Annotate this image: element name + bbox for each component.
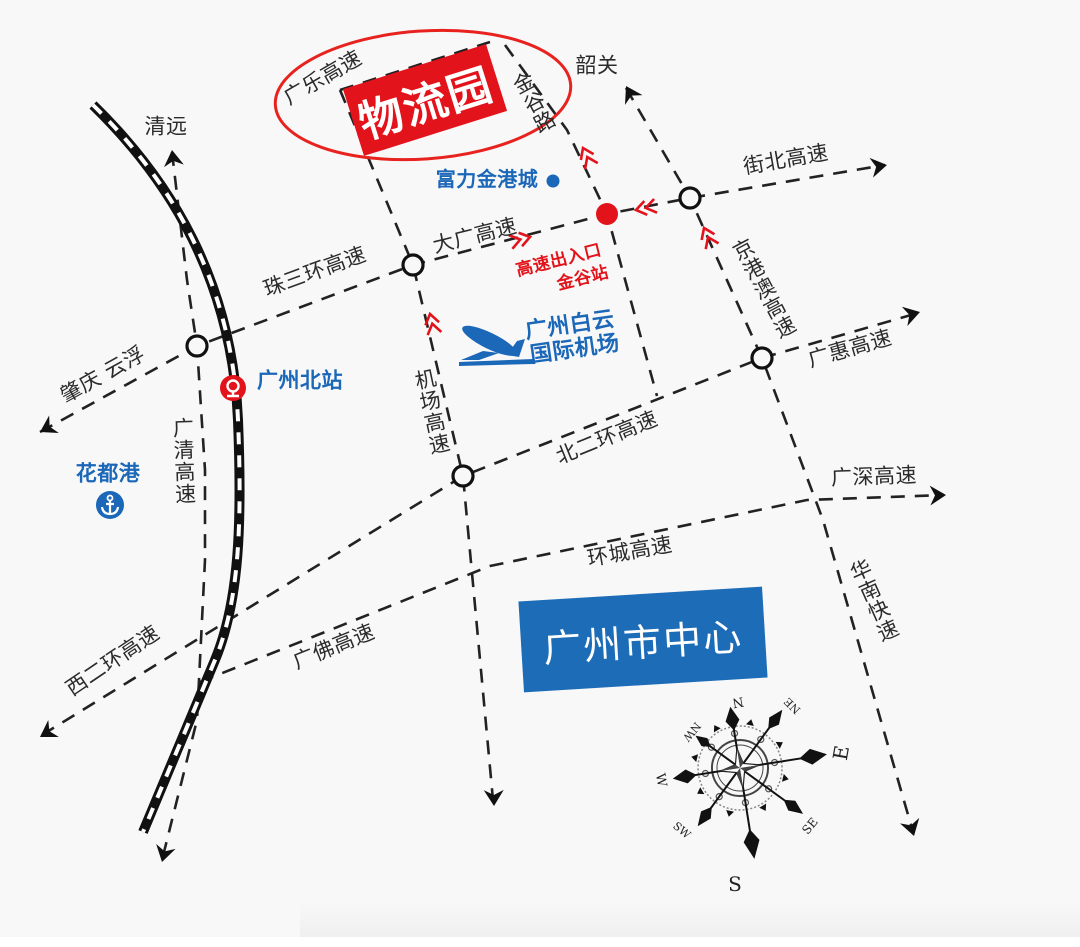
- red-double-chevron-icon: [633, 198, 658, 216]
- compass-s-label: S: [728, 872, 742, 896]
- road-guangle-jichang: [338, 89, 495, 801]
- highlight-ellipse: [273, 28, 573, 162]
- arrow-zhaoqing-icon: [40, 415, 59, 433]
- road-zhaoqing-zhusanhuan-daguang-jiebei: [39, 163, 886, 434]
- fuli-blue-dot-icon: [546, 174, 560, 188]
- arrow-guanghui-icon: [901, 306, 920, 327]
- arrow-huanan-icon: [899, 817, 920, 836]
- place-label-huadu-port: 花都港: [75, 461, 141, 486]
- city-center-box: 广州市中心: [518, 586, 768, 693]
- compass-ne-label: NE: [782, 695, 804, 717]
- arrow-xierhuan-icon: [40, 720, 59, 738]
- arrow-shaoguan-icon: [625, 86, 643, 105]
- road-jingu: [503, 44, 659, 397]
- bottom-shadow: [300, 900, 1080, 937]
- compass-se-label: SE: [799, 815, 821, 837]
- compass-n-label: N: [731, 693, 745, 710]
- route-guidance-arrows: [424, 145, 720, 336]
- city-center-label: 广州市中心: [542, 614, 745, 672]
- road-guangfo-huancheng-guangshen: [199, 493, 945, 684]
- railway-line: [89, 101, 245, 834]
- interchange-circle-icon: [185, 334, 209, 358]
- road-guangqing: [160, 151, 207, 861]
- highway-exit-red-dot-icon: [596, 203, 618, 225]
- interchange-circle-icon: [401, 253, 425, 277]
- road-xierhuan-beierhuan-guanghui: [41, 311, 919, 737]
- compass-labels: N NE E SE S SW W NW: [652, 693, 854, 896]
- red-double-chevron-icon: [424, 311, 443, 336]
- arrow-guangqing-south-icon: [156, 844, 176, 862]
- arrow-jichang-south-icon: [483, 789, 504, 806]
- arrow-guangshen-icon: [929, 485, 946, 506]
- interchange-circle-icon: [451, 464, 475, 488]
- road-label-guangshen: 广深高速: [830, 463, 918, 490]
- destination-qingyuan: 清远: [144, 114, 188, 139]
- anchor-icon: [96, 491, 124, 519]
- interchanges: [185, 186, 774, 488]
- compass-e-label: E: [828, 744, 854, 763]
- arrow-jiebei-icon: [869, 157, 887, 178]
- compass-w-label: W: [652, 772, 669, 788]
- arrow-qingyuan-icon: [164, 150, 184, 168]
- destination-shaoguan: 韶关: [575, 53, 619, 78]
- airplane-icon: [459, 325, 533, 366]
- red-double-chevron-icon: [700, 225, 720, 250]
- interchange-circle-icon: [750, 346, 774, 370]
- bottom-margin: [0, 937, 1080, 947]
- place-label-fuli: 富力金港城: [435, 167, 539, 191]
- place-label-north-station: 广州北站: [257, 368, 343, 393]
- interchange-circle-icon: [678, 186, 702, 210]
- road-shaoguan-jinggangao-huanan: [624, 87, 915, 833]
- compass-sw-label: SW: [670, 819, 693, 842]
- red-double-chevron-icon: [579, 145, 599, 170]
- compass-rose-icon: [672, 706, 827, 859]
- red-double-chevron-icon: [508, 231, 533, 250]
- direction-arrows: [40, 86, 946, 862]
- road-label-guangqing: 广清高速: [169, 416, 198, 506]
- railway-station-icon: [220, 375, 246, 401]
